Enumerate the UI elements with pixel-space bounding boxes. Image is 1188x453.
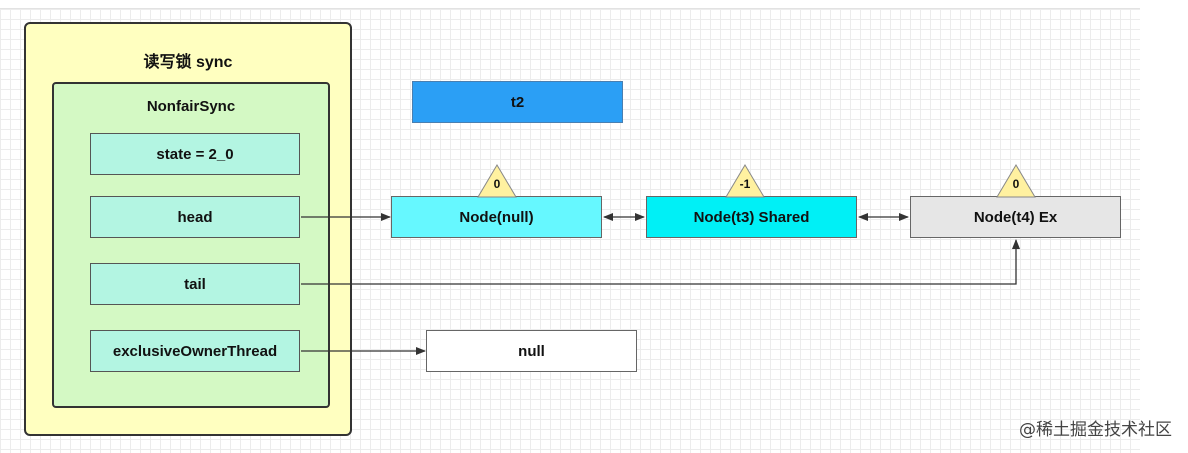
owner-null-box: null bbox=[426, 330, 637, 372]
wait-status-label: -1 bbox=[739, 177, 751, 191]
tail-field: tail bbox=[90, 263, 300, 305]
exclusive-owner-thread-field: exclusiveOwnerThread bbox=[90, 330, 300, 372]
state-field: state = 2_0 bbox=[90, 133, 300, 175]
wait-status-triangle: 0 bbox=[996, 164, 1036, 198]
queue-node-t4: Node(t4) Ex bbox=[910, 196, 1121, 238]
sync-title: 读写锁 sync bbox=[143, 54, 233, 71]
wait-status-triangle: -1 bbox=[725, 164, 765, 198]
credit-watermark: @稀土掘金技术社区 bbox=[1019, 420, 1172, 440]
wait-status-triangle: 0 bbox=[477, 164, 517, 198]
thread-t2: t2 bbox=[412, 81, 623, 123]
head-field: head bbox=[90, 196, 300, 238]
wait-status-label: 0 bbox=[493, 177, 501, 191]
nonfair-sync-title: NonfairSync bbox=[146, 98, 236, 115]
tail-pointer-arrow bbox=[301, 239, 1020, 285]
wait-status-label: 0 bbox=[1012, 177, 1020, 191]
queue-node-head: Node(null) bbox=[391, 196, 602, 238]
queue-node-t3: Node(t3) Shared bbox=[646, 196, 857, 238]
